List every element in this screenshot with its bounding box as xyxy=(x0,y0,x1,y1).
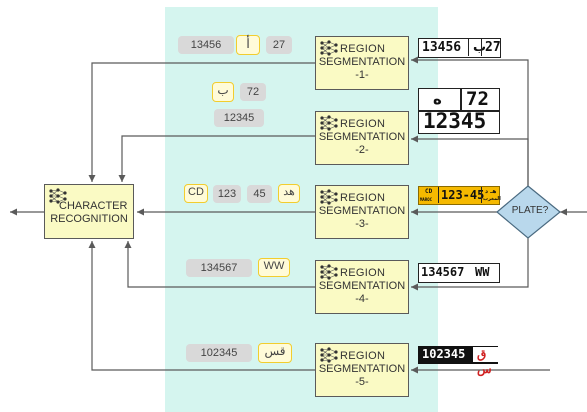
segment-pill: 13456 xyxy=(178,36,234,54)
decision-label: PLATE? xyxy=(510,205,550,216)
plate-image-2: ه 72 12345 xyxy=(418,88,500,134)
segmentation-box-5: REGION SEGMENTATION -5- xyxy=(315,343,409,397)
character-recognition-box: CHARACTER RECOGNITION xyxy=(44,184,134,239)
plate-image-4: 134567 WW xyxy=(418,263,500,283)
neural-network-icon xyxy=(319,347,339,363)
segment-pill: 102345 xyxy=(186,344,252,362)
segmentation-box-1: REGION SEGMENTATION -1- xyxy=(315,36,409,90)
segment-pill-arabic: قس xyxy=(258,343,292,363)
plate-text: 27 xyxy=(485,39,501,56)
segment-pill: 45 xyxy=(247,185,272,203)
segment-pill-arabic: ه‍د xyxy=(278,184,300,203)
plate-image-1: 13456 ب 27 xyxy=(418,38,501,58)
plate-text: 123-45 xyxy=(441,188,484,202)
seg-label: REGION xyxy=(340,267,385,280)
seg-number: -5- xyxy=(316,376,408,389)
seg-number: -1- xyxy=(316,69,408,82)
seg-number: -4- xyxy=(316,293,408,306)
edge-seg1-to-char xyxy=(92,63,315,182)
seg-label: SEGMENTATION xyxy=(316,363,408,376)
segment-pill: WW xyxy=(258,258,290,277)
plate-text: هـ د xyxy=(485,188,496,195)
char-box-line2: RECOGNITION xyxy=(45,213,133,226)
segment-pill: CD xyxy=(184,184,208,203)
segment-pill: 134567 xyxy=(186,259,252,277)
plate-text: CD xyxy=(425,188,432,195)
neural-network-icon xyxy=(319,264,339,280)
seg-label: SEGMENTATION xyxy=(316,205,408,218)
char-box-line1: CHARACTER xyxy=(59,200,127,213)
seg-label: REGION xyxy=(340,350,385,363)
neural-network-icon xyxy=(319,40,339,56)
plate-text: WW xyxy=(475,264,489,281)
plate-text: ق س xyxy=(477,347,497,377)
plate-text: 12345 xyxy=(423,109,486,133)
segmentation-box-2: REGION SEGMENTATION -2- xyxy=(315,111,409,165)
segment-pill-arabic: ب xyxy=(212,82,234,102)
plate-text: المغرب xyxy=(483,196,501,203)
segment-pill-arabic: أ xyxy=(236,35,260,55)
seg-label: REGION xyxy=(340,192,385,205)
plate-text: ه xyxy=(433,90,442,108)
seg-number: -3- xyxy=(316,218,408,231)
segment-pill: 72 xyxy=(240,83,266,101)
segment-pill: 123 xyxy=(213,185,241,203)
segmentation-box-3: REGION SEGMENTATION -3- xyxy=(315,185,409,239)
segmentation-box-4: REGION SEGMENTATION -4- xyxy=(315,260,409,314)
seg-label: REGION xyxy=(340,118,385,131)
edge-diamond-to-seg2 xyxy=(411,139,528,187)
neural-network-icon xyxy=(319,115,339,131)
plate-text: 13456 xyxy=(422,39,461,56)
plate-image-3: CD MAROC 123-45 هـ د المغرب xyxy=(418,186,500,205)
segment-pill: 27 xyxy=(266,36,292,54)
segment-pill: 12345 xyxy=(214,109,264,127)
neural-network-icon xyxy=(319,189,339,205)
seg-label: SEGMENTATION xyxy=(316,280,408,293)
seg-label: REGION xyxy=(340,43,385,56)
plate-image-5: 102345 ق س xyxy=(418,346,498,364)
plate-text: 134567 xyxy=(421,264,464,281)
edge-seg2-to-char xyxy=(122,136,315,182)
plate-text: MAROC xyxy=(420,196,432,203)
seg-label: SEGMENTATION xyxy=(316,56,408,69)
seg-label: SEGMENTATION xyxy=(316,131,408,144)
plate-text: 102345 xyxy=(422,347,465,362)
plate-text: 72 xyxy=(466,88,489,110)
seg-number: -2- xyxy=(316,144,408,157)
